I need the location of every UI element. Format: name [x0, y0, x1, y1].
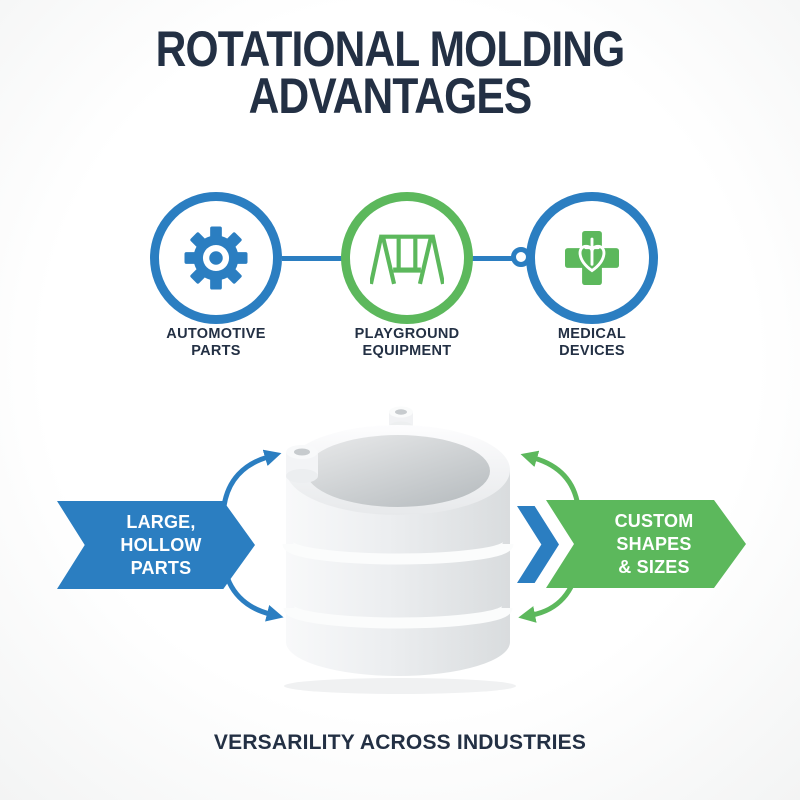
swing-icon	[370, 234, 444, 285]
arrow-right-top	[520, 450, 581, 509]
bottom-caption: VERSARILITY ACROSS INDUSTRIES	[213, 731, 587, 754]
industry-label-medical-line2: DEVICES	[559, 343, 625, 359]
tank-body	[282, 425, 514, 676]
connector-line-left	[282, 256, 342, 261]
gear-icon	[184, 226, 248, 290]
page-title-line2: ADVANTAGES	[248, 68, 533, 124]
banner-custom-shapes-sizes: CUSTOM SHAPES & SIZES	[546, 500, 746, 588]
banner-right-line1: CUSTOM SHAPES	[614, 510, 694, 554]
tank-band-upper	[282, 541, 514, 565]
banner-left-line2: PARTS	[130, 557, 192, 578]
industry-label-automotive-line2: PARTS	[191, 343, 241, 359]
page-title: ROTATIONAL MOLDING ADVANTAGES	[0, 21, 780, 124]
industry-label-playground-line1: PLAYGROUND	[354, 326, 460, 342]
industry-circle-playground	[341, 192, 473, 324]
arrow-left-top	[221, 449, 282, 509]
tank-illustration	[221, 406, 581, 694]
industry-label-playground-line2: EQUIPMENT	[362, 343, 452, 359]
tank-opening	[306, 435, 490, 507]
banner-large-hollow-parts: LARGE, HOLLOW PARTS	[57, 501, 255, 589]
industry-label-playground: PLAYGROUND EQUIPMENT	[330, 326, 484, 360]
industry-circle-automotive	[150, 192, 282, 324]
industry-label-medical-line1: MEDICAL	[557, 326, 627, 342]
banner-right-line2: & SIZES	[618, 556, 690, 577]
connector-line-right	[472, 256, 512, 261]
industry-label-medical: MEDICAL DEVICES	[525, 326, 659, 360]
medical-cross-icon	[565, 231, 619, 285]
industry-label-automotive-line1: AUTOMOTIVE	[166, 326, 266, 342]
tank-port-left	[286, 445, 318, 483]
connector-node	[511, 247, 531, 267]
tank-shadow	[284, 678, 516, 694]
page-title-line1: ROTATIONAL MOLDING	[155, 21, 626, 77]
banner-left-line1: LARGE, HOLLOW	[120, 511, 202, 555]
industry-circle-medical	[526, 192, 658, 324]
industry-label-automotive: AUTOMOTIVE PARTS	[146, 326, 286, 360]
tank-band-lower	[283, 605, 513, 629]
